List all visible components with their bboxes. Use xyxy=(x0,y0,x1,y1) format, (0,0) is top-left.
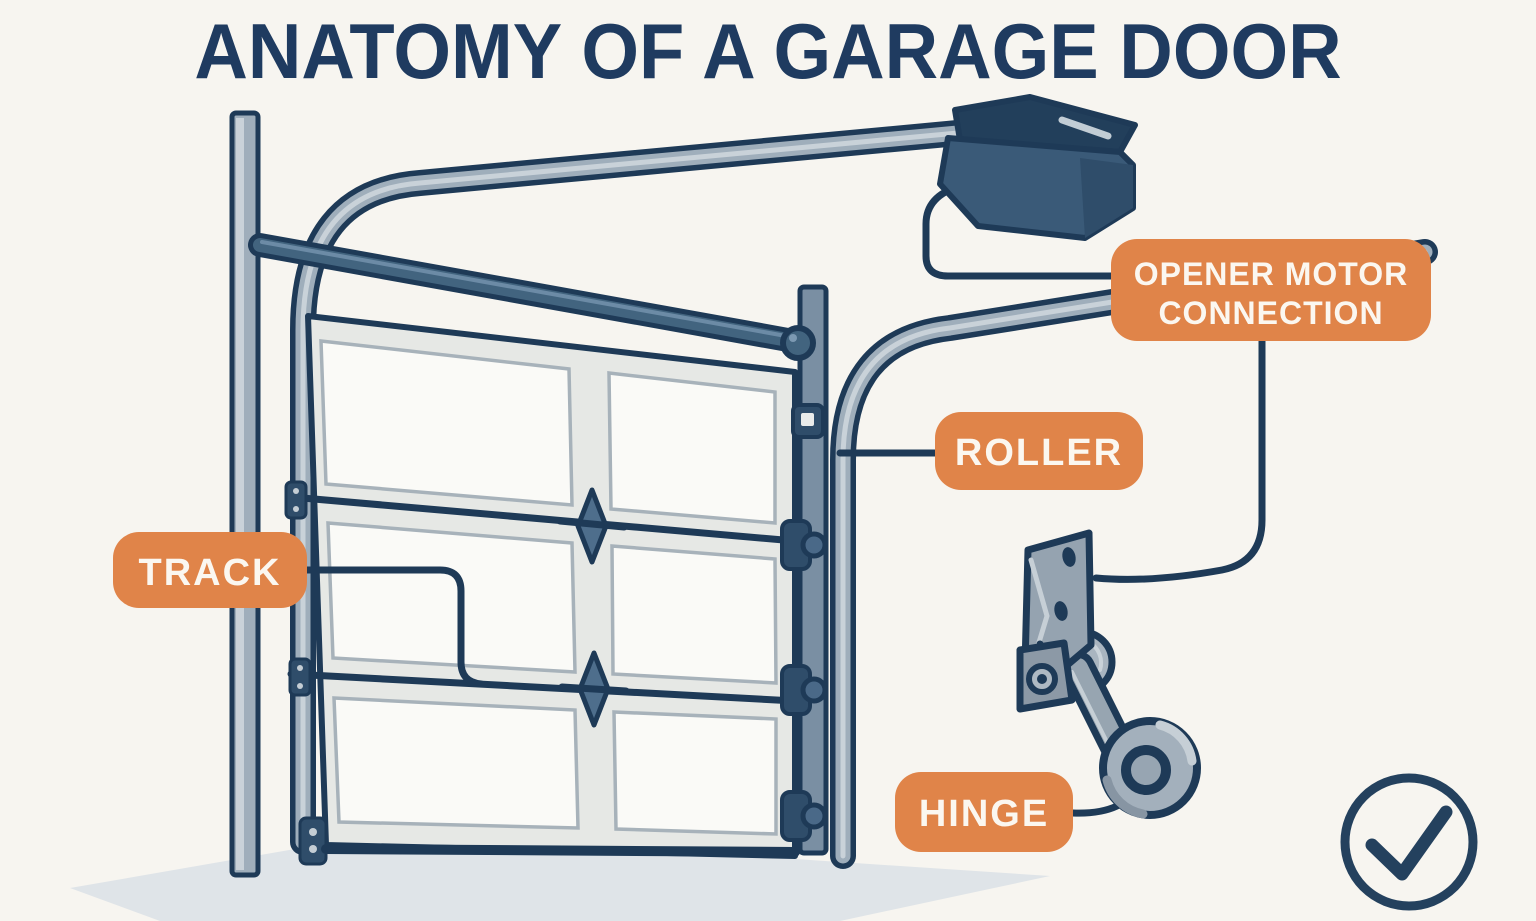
bracket-hole-inner xyxy=(1037,674,1047,684)
door-panel xyxy=(332,696,580,830)
callout-track: TRACK xyxy=(113,532,307,608)
callout-box xyxy=(1111,239,1431,341)
hinge-plate xyxy=(284,480,308,520)
callout-roller: ROLLER xyxy=(935,412,1143,490)
hinge-plate xyxy=(288,657,312,697)
callout-box xyxy=(113,532,307,608)
left-track xyxy=(290,120,971,855)
motor-body-shade xyxy=(1080,158,1133,238)
wheel-shade xyxy=(1102,775,1148,819)
hinge-roller-assembly xyxy=(1016,529,1201,819)
callout-box xyxy=(935,412,1143,490)
opener-motor-wire xyxy=(922,182,1122,280)
bolt xyxy=(293,506,299,512)
pivot-bolt-highlight xyxy=(789,334,797,342)
callout-hinge: HINGE xyxy=(895,772,1073,852)
callout-label: OPENER MOTOR xyxy=(1134,256,1409,292)
torsion-rail-metal xyxy=(253,238,795,347)
track-guide-hole xyxy=(801,413,814,426)
callout-label: CONNECTION xyxy=(1158,295,1383,331)
door-seam xyxy=(287,493,799,545)
left-hinge-plate xyxy=(288,657,312,697)
roller-stem-highlight xyxy=(1070,670,1112,750)
roller-knob xyxy=(800,676,828,704)
hinge-wire xyxy=(1069,802,1121,817)
roller-knob xyxy=(800,802,828,830)
callout-box xyxy=(895,772,1073,852)
door-panel xyxy=(607,371,777,525)
door-seam xyxy=(287,670,799,705)
hinge-hole xyxy=(1054,601,1068,621)
page-title: ANATOMY OF A GARAGE DOOR xyxy=(194,7,1342,95)
left-post xyxy=(229,110,261,878)
left-post-bar xyxy=(229,110,261,878)
left-post-highlight xyxy=(236,118,244,870)
track-wire xyxy=(301,566,485,688)
torsion-rail xyxy=(248,233,800,352)
callout-label: TRACK xyxy=(139,552,282,594)
callout-label: ROLLER xyxy=(955,432,1123,474)
left-track-highlight xyxy=(300,130,961,845)
checkmark-stroke xyxy=(1365,805,1453,881)
opener-hinge-wire xyxy=(1092,337,1266,583)
bottom-left-bracket xyxy=(298,816,328,866)
left-hinge-plate xyxy=(284,480,308,520)
checkmark-circle xyxy=(1340,773,1478,911)
door-panel xyxy=(612,710,778,836)
torsion-rail-highlight xyxy=(260,240,788,338)
door-bottom-seal xyxy=(321,844,800,857)
checkmark-icon xyxy=(1340,773,1478,911)
wheel-highlight xyxy=(1155,720,1197,766)
callout-opener-motor-connection: OPENER MOTOR CONNECTION xyxy=(1111,239,1431,341)
right-track xyxy=(830,239,1438,869)
bolt xyxy=(297,683,303,689)
bolt xyxy=(309,845,317,853)
roller-stem xyxy=(1068,658,1128,758)
rail-pivot xyxy=(780,325,816,361)
bolt xyxy=(297,665,303,671)
door-panel xyxy=(610,544,778,685)
bracket-plate xyxy=(298,816,328,866)
pivot-bolt xyxy=(780,325,816,361)
bolt xyxy=(293,488,299,494)
floor-shadow xyxy=(70,845,1050,921)
door-seam xyxy=(556,517,628,531)
door-panel xyxy=(326,521,577,674)
callout-label: HINGE xyxy=(919,793,1049,835)
hinge-hole xyxy=(1062,547,1076,567)
door-panel xyxy=(319,339,574,507)
motor-top-face xyxy=(952,94,1138,155)
door-seam xyxy=(558,683,630,695)
bolt xyxy=(309,828,317,836)
wheel-ring xyxy=(1121,745,1171,795)
roller-knob xyxy=(800,531,828,559)
right-roller-brackets xyxy=(780,403,828,842)
opener-motor xyxy=(937,94,1138,241)
right-track-highlight xyxy=(840,249,1428,859)
garage-door xyxy=(284,313,800,866)
motor-vent xyxy=(1058,116,1112,140)
